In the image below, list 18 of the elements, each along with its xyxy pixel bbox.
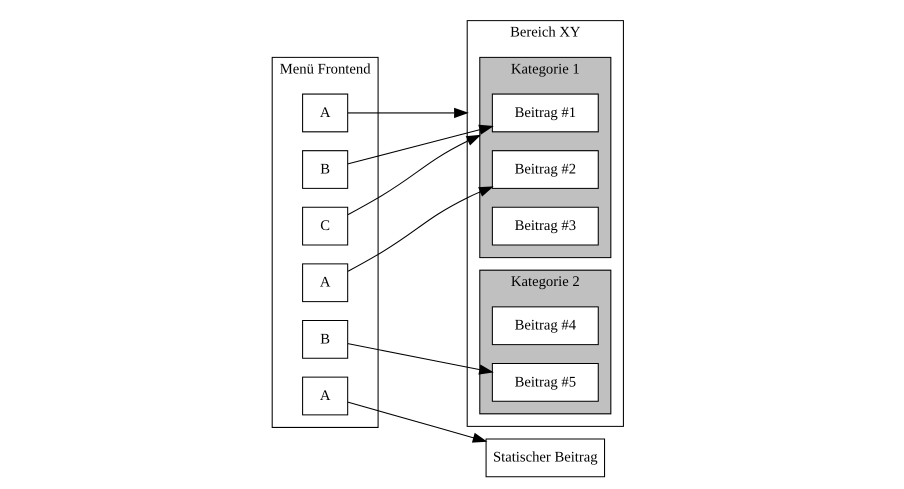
arrow xyxy=(348,186,494,272)
arrow xyxy=(348,108,469,118)
node-box: Beitrag #1 xyxy=(492,94,599,132)
node-box: Beitrag #4 xyxy=(492,306,599,346)
node-box: C xyxy=(302,206,348,246)
arrow xyxy=(348,343,494,375)
node-box: Beitrag #3 xyxy=(492,206,599,246)
arrow xyxy=(348,402,488,443)
node-box: A xyxy=(302,94,348,132)
node-box: A xyxy=(302,376,348,416)
node-box: A xyxy=(302,263,348,302)
node-box: B xyxy=(302,150,348,189)
node-box: Beitrag #2 xyxy=(492,150,599,189)
arrow xyxy=(348,124,494,164)
arrow xyxy=(348,134,482,216)
node-box: B xyxy=(302,320,348,359)
node-box: Beitrag #5 xyxy=(492,362,599,402)
node-box: Statischer Beitrag xyxy=(486,438,606,478)
